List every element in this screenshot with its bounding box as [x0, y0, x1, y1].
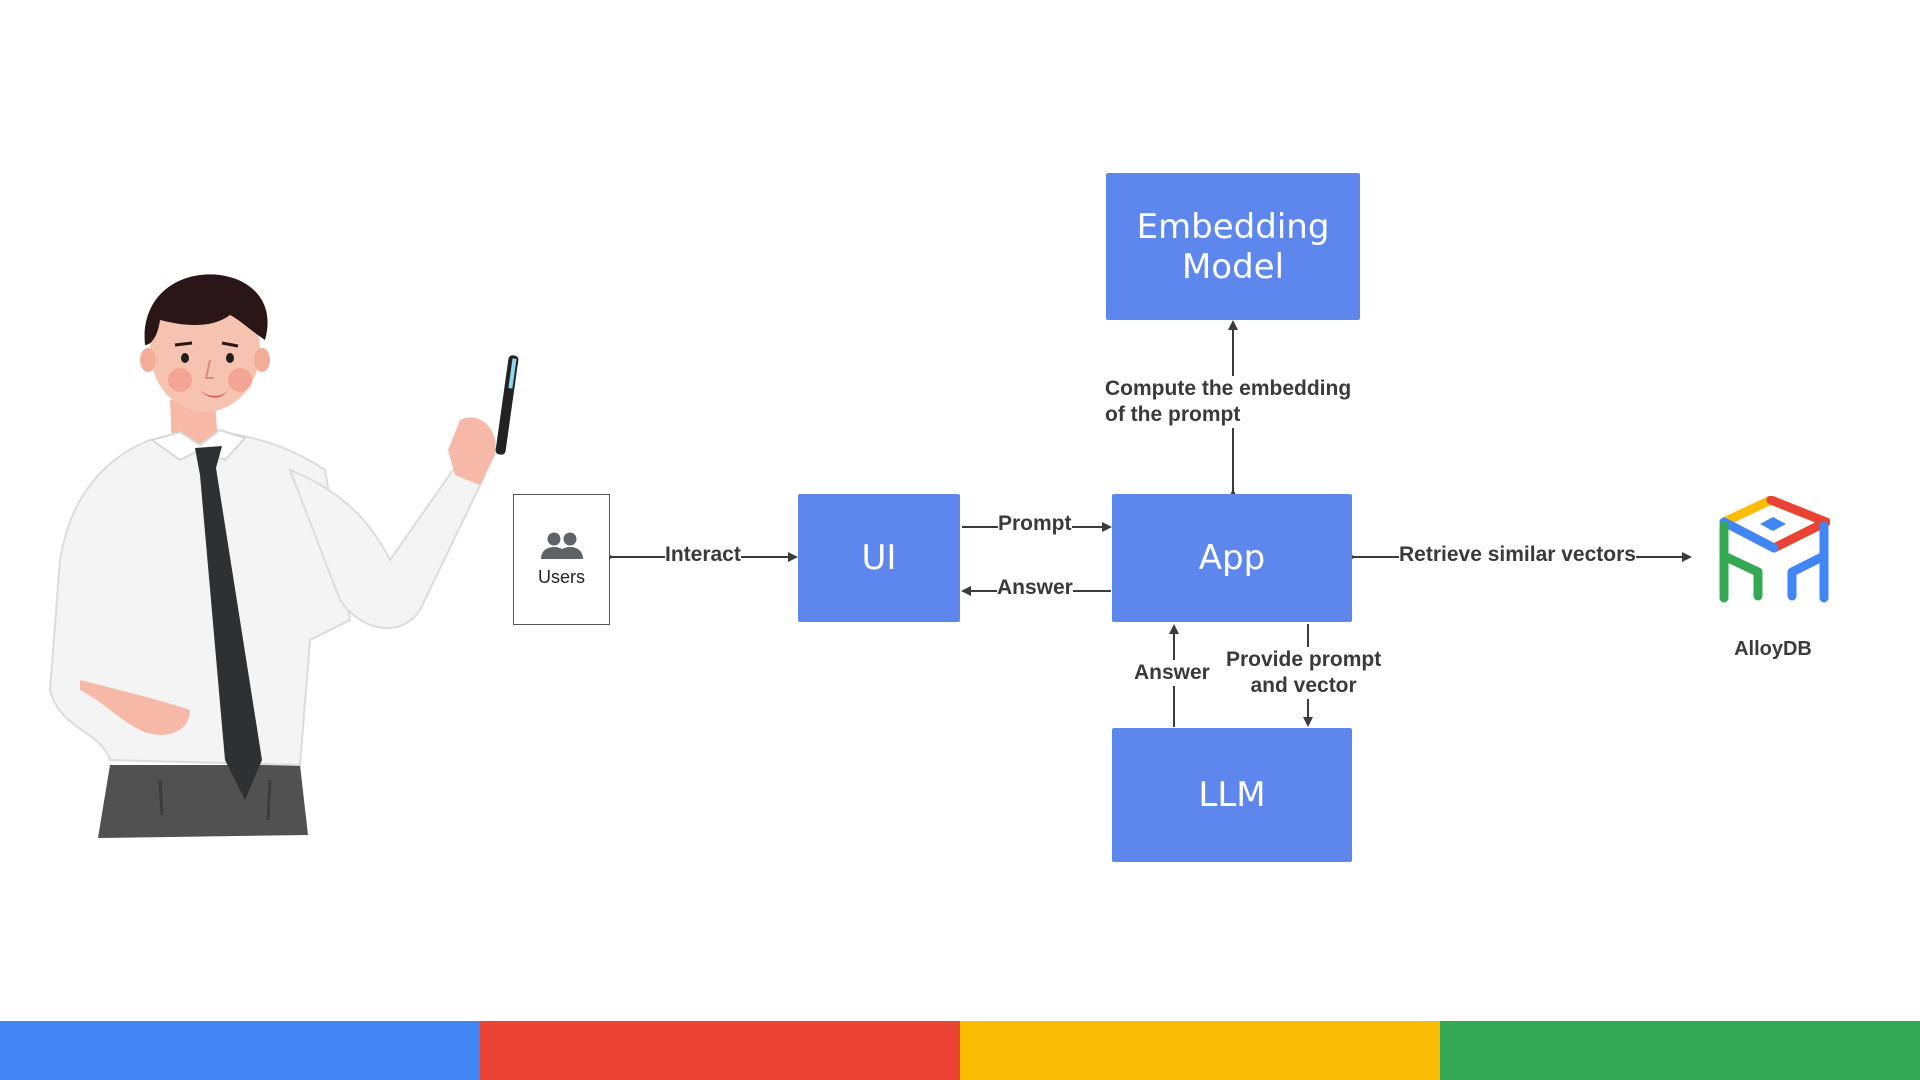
bottom-bar-blue	[0, 1021, 480, 1080]
answer-from-llm-label: Answer	[1134, 660, 1210, 686]
provide-prompt-label: Provide prompt and vector	[1226, 647, 1382, 699]
bottom-bar-red	[480, 1021, 960, 1080]
bottom-bar-green	[1440, 1021, 1920, 1080]
answer-to-ui-label: Answer	[997, 575, 1073, 601]
users-group-icon	[540, 532, 583, 559]
users-label: Users	[537, 567, 585, 587]
app-box: App	[1112, 494, 1352, 622]
retrieve-vectors-label: Retrieve similar vectors	[1399, 542, 1636, 568]
users-node: Users	[513, 494, 610, 625]
embedding-model-label-line2: Model	[1181, 246, 1285, 287]
llm-box: LLM	[1112, 728, 1352, 862]
embedding-model-label-line1: Embedding	[1136, 206, 1330, 247]
alloydb-label: AlloyDB	[1734, 638, 1812, 660]
provide-prompt-line1: Provide prompt	[1226, 648, 1382, 671]
alloydb-logo	[1719, 496, 1830, 603]
compute-embedding-line1: Compute the embedding	[1105, 377, 1352, 400]
provide-prompt-line2: and vector	[1250, 674, 1357, 697]
embedding-model-box: Embedding Model	[1106, 173, 1360, 320]
app-label: App	[1198, 538, 1266, 578]
ui-box: UI	[798, 494, 960, 622]
bottom-bar-yellow	[960, 1021, 1440, 1080]
llm-label: LLM	[1198, 775, 1266, 815]
compute-embedding-line2: of the prompt	[1105, 403, 1241, 426]
compute-embedding-label: Compute the embedding of the prompt	[1105, 376, 1352, 428]
prompt-label: Prompt	[998, 511, 1072, 537]
interact-label: Interact	[665, 542, 741, 568]
ui-label: UI	[861, 538, 897, 578]
presenter-illustration	[48, 274, 519, 838]
